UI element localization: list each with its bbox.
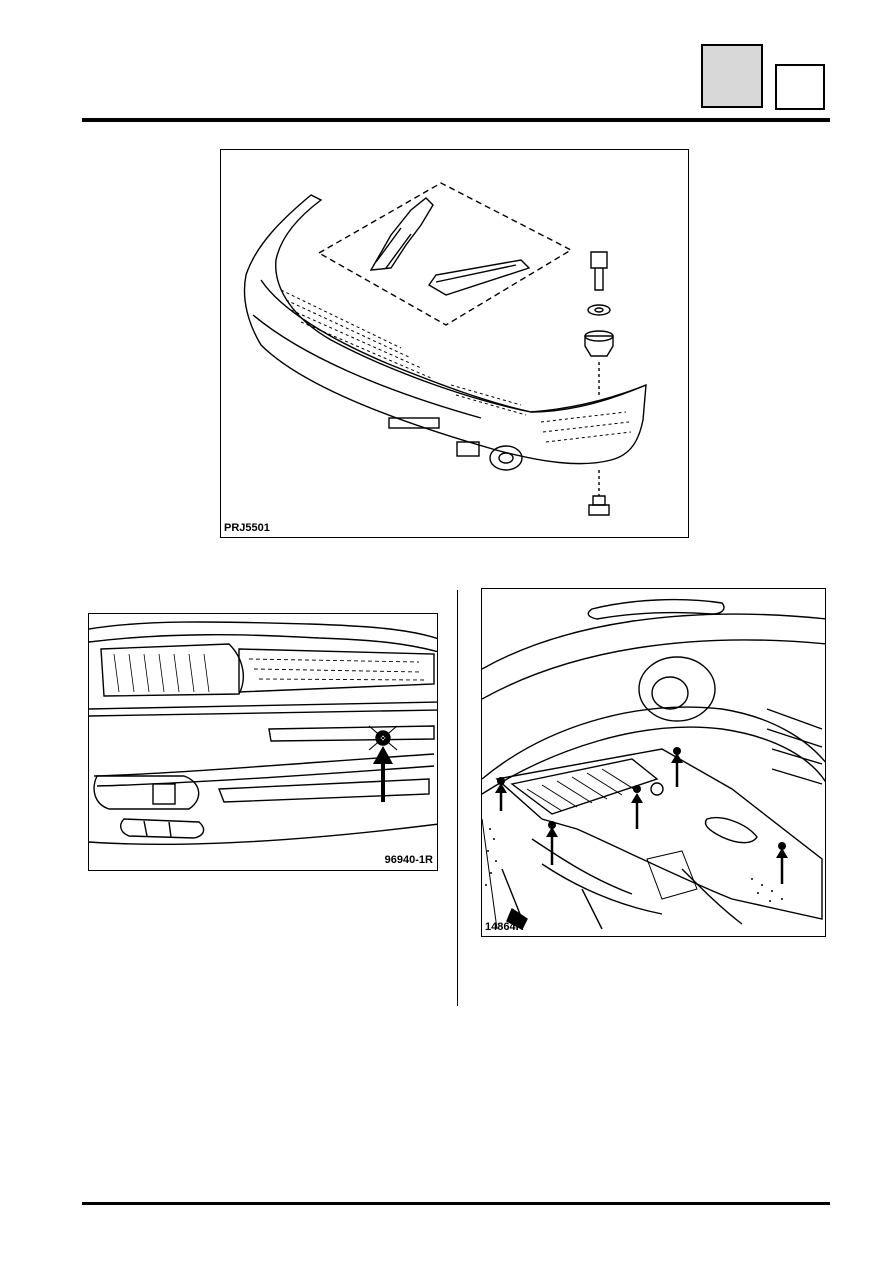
figure-bumper-front-view: 96940-1R xyxy=(88,613,438,871)
figure-ref-96940-1r: 96940-1R xyxy=(384,854,433,866)
footer-rule xyxy=(82,1202,830,1205)
header-rule xyxy=(82,118,830,122)
column-divider xyxy=(457,590,458,1006)
figure-bumper-underside-view: 14864R xyxy=(481,588,826,937)
figure-bumper-exploded: PRJ5501 xyxy=(220,149,689,538)
figure-ref-14864r: 14864R xyxy=(485,921,524,933)
bumper-underside-drawing xyxy=(482,598,825,930)
figure-ref-prj5501: PRJ5501 xyxy=(224,522,270,534)
section-tab-grey xyxy=(701,44,763,108)
bumper-front-view-drawing xyxy=(89,621,437,845)
section-tab-white xyxy=(775,64,825,110)
bumper-exploded-drawing xyxy=(243,182,647,516)
